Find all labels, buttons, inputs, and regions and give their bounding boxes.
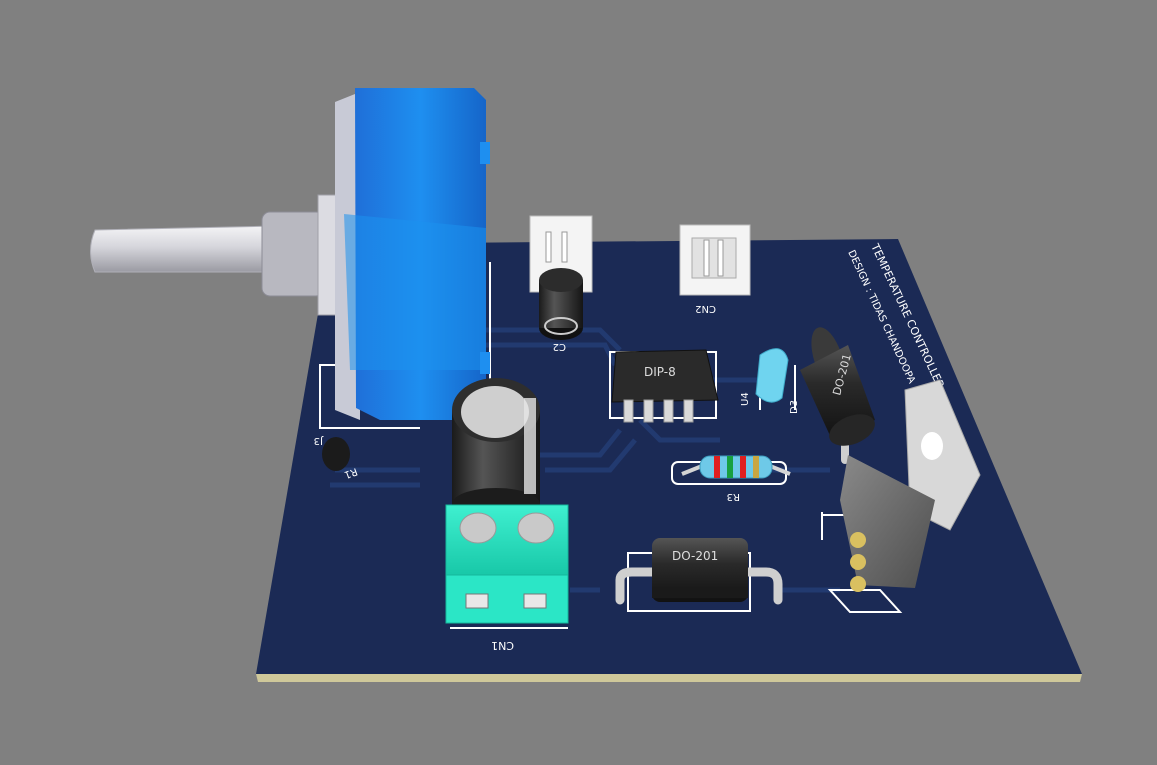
label-u4: U4 (740, 392, 751, 406)
transistor-j3[interactable]: J3 R1 (314, 435, 359, 480)
connector-cn2[interactable]: CN2 (679, 224, 751, 314)
label-r1: R1 (342, 465, 358, 480)
capacitor-c2[interactable]: C2 (539, 268, 583, 352)
diode-package-label-2: DO-201 (672, 549, 718, 563)
resistor-r3[interactable]: R3 (681, 455, 791, 502)
pcb-edge (256, 674, 1082, 682)
voltage-regulator[interactable] (840, 379, 981, 592)
label-cn1: CN1 (491, 639, 514, 652)
label-r3: R3 (727, 491, 740, 502)
terminal-block-cn1[interactable]: CN1 (445, 504, 569, 652)
label-d3: D3 (789, 400, 800, 414)
capacitor-c1-electrolytic[interactable] (452, 378, 540, 520)
diode-do201-2[interactable]: DO-201 (615, 538, 783, 605)
diode-d3[interactable]: DO-201 D3 (789, 323, 879, 464)
label-cn2: CN2 (695, 303, 716, 314)
label-c2: C2 (553, 341, 566, 352)
ic-dip8[interactable]: DIP-8 (611, 349, 719, 423)
capacitor-u4[interactable]: U4 (740, 348, 789, 406)
potentiometer[interactable] (90, 88, 491, 420)
label-j3: J3 (314, 435, 324, 446)
copper-traces (330, 327, 840, 593)
ic-package-label: DIP-8 (644, 365, 676, 379)
